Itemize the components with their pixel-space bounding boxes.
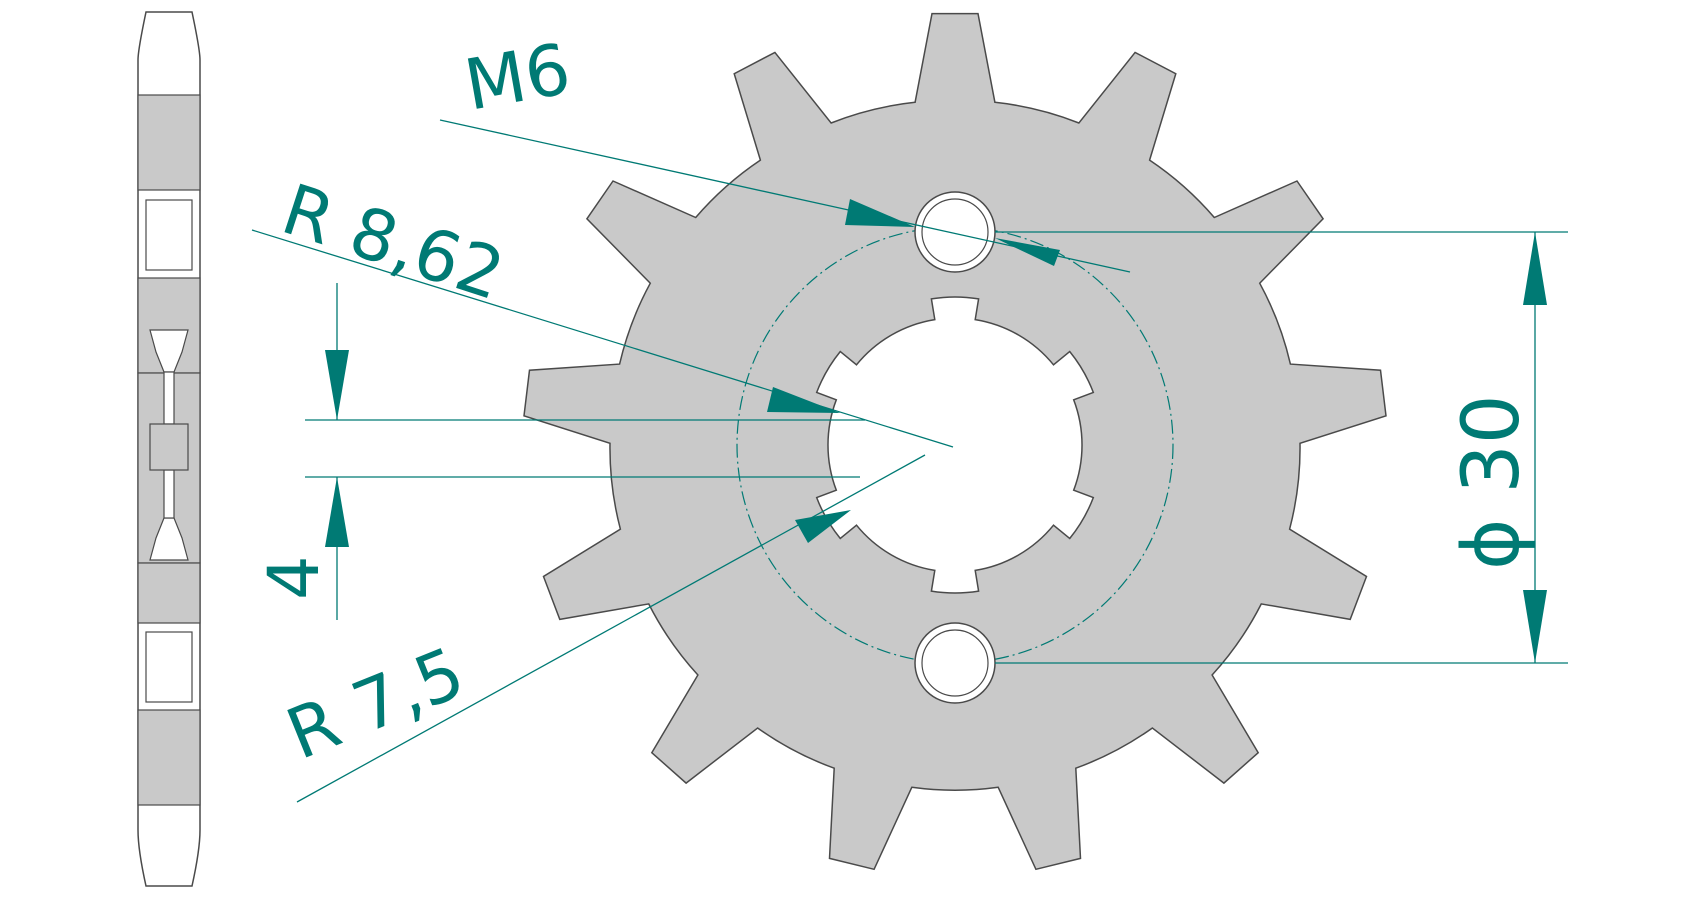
label-diameter-30: ϕ 30 [1447,395,1537,571]
r75-arrow-head [795,510,851,543]
offset-arrow-top [325,350,349,420]
side-view-window-bottom [145,631,193,703]
offset-arrow-bottom [325,477,349,547]
side-view-window-top [145,199,193,271]
m6-arrow-head [845,199,915,227]
bolt-hole-top-inner [921,198,989,266]
side-view-band-top [137,94,201,191]
label-r862: R 8,62 [273,168,514,316]
r862-leader-line [251,229,954,448]
side-view-band-lower [137,562,201,624]
r862-arrow-head [767,387,840,413]
diameter-arrow-bottom [1523,590,1547,663]
side-view-bore-gap-upper [163,371,175,425]
diameter-arrow-top [1523,232,1547,305]
m6-arrow-tail [995,238,1060,266]
label-r75: R 7,5 [276,631,476,775]
r75-leader-line [296,454,926,803]
front-view [523,12,1387,871]
side-view-center-block [149,423,189,471]
bolt-hole-bottom-inner [921,629,989,697]
spline-bore [815,296,1095,594]
side-view-band-bottom [137,709,201,806]
label-offset-4: 4 [253,555,335,600]
dimensions [251,119,1568,803]
side-view [137,11,201,887]
label-m6: M6 [459,28,577,127]
side-view-bore-gap-lower [163,469,175,519]
